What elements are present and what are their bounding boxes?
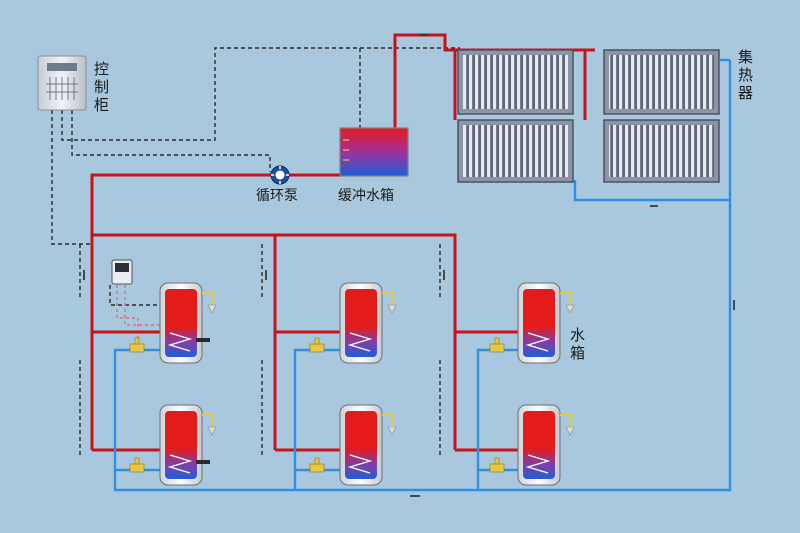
- collector-panel: [457, 49, 574, 115]
- storage-tanks: [159, 282, 575, 486]
- collector-panel: [603, 49, 720, 115]
- controller-char-2: 制: [94, 78, 109, 96]
- tank-char-2: 箱: [570, 344, 585, 362]
- collector-label: 集 热 器: [738, 48, 753, 102]
- controller-char-3: 柜: [94, 96, 109, 114]
- water-tank: [159, 282, 217, 364]
- water-tank: [517, 404, 575, 486]
- pump-label: 循环泵: [256, 188, 298, 204]
- controller-cabinet-icon: [37, 55, 87, 111]
- valve-icon: [489, 337, 505, 353]
- valve-icon: [129, 337, 145, 353]
- control-wires: [51, 47, 460, 455]
- collector-char-2: 热: [738, 66, 753, 84]
- valve-icon: [489, 457, 505, 473]
- valve-icon: [309, 337, 325, 353]
- faucet-icon: [560, 414, 575, 436]
- water-tank: [159, 404, 217, 486]
- pump-icon: [270, 165, 290, 185]
- buffer-tank: [339, 127, 409, 177]
- buffer-tank-label: 缓冲水箱: [338, 188, 394, 204]
- faucet-icon: [382, 292, 397, 314]
- controller-char-1: 控: [94, 60, 109, 78]
- tank-label: 水 箱: [570, 326, 585, 362]
- valves: [129, 337, 505, 473]
- faucet-icon: [382, 414, 397, 436]
- valve-icon: [309, 457, 325, 473]
- faucet-icon: [560, 292, 575, 314]
- faucet-icon: [202, 292, 217, 314]
- collector-char-1: 集: [738, 48, 753, 66]
- flow-arrows: [83, 34, 735, 497]
- water-tank: [339, 404, 397, 486]
- collector-char-3: 器: [738, 84, 753, 102]
- tank-char-1: 水: [570, 326, 585, 344]
- thermostat-icon: [111, 259, 133, 285]
- sensor-wires: [116, 285, 160, 345]
- collector-panel: [603, 119, 720, 183]
- collector-panel: [457, 119, 574, 183]
- faucet-icon: [202, 414, 217, 436]
- solar-collectors: [457, 49, 720, 183]
- water-tank: [517, 282, 575, 364]
- water-tank: [339, 282, 397, 364]
- valve-icon: [129, 457, 145, 473]
- controller-label: 控 制 柜: [94, 60, 109, 114]
